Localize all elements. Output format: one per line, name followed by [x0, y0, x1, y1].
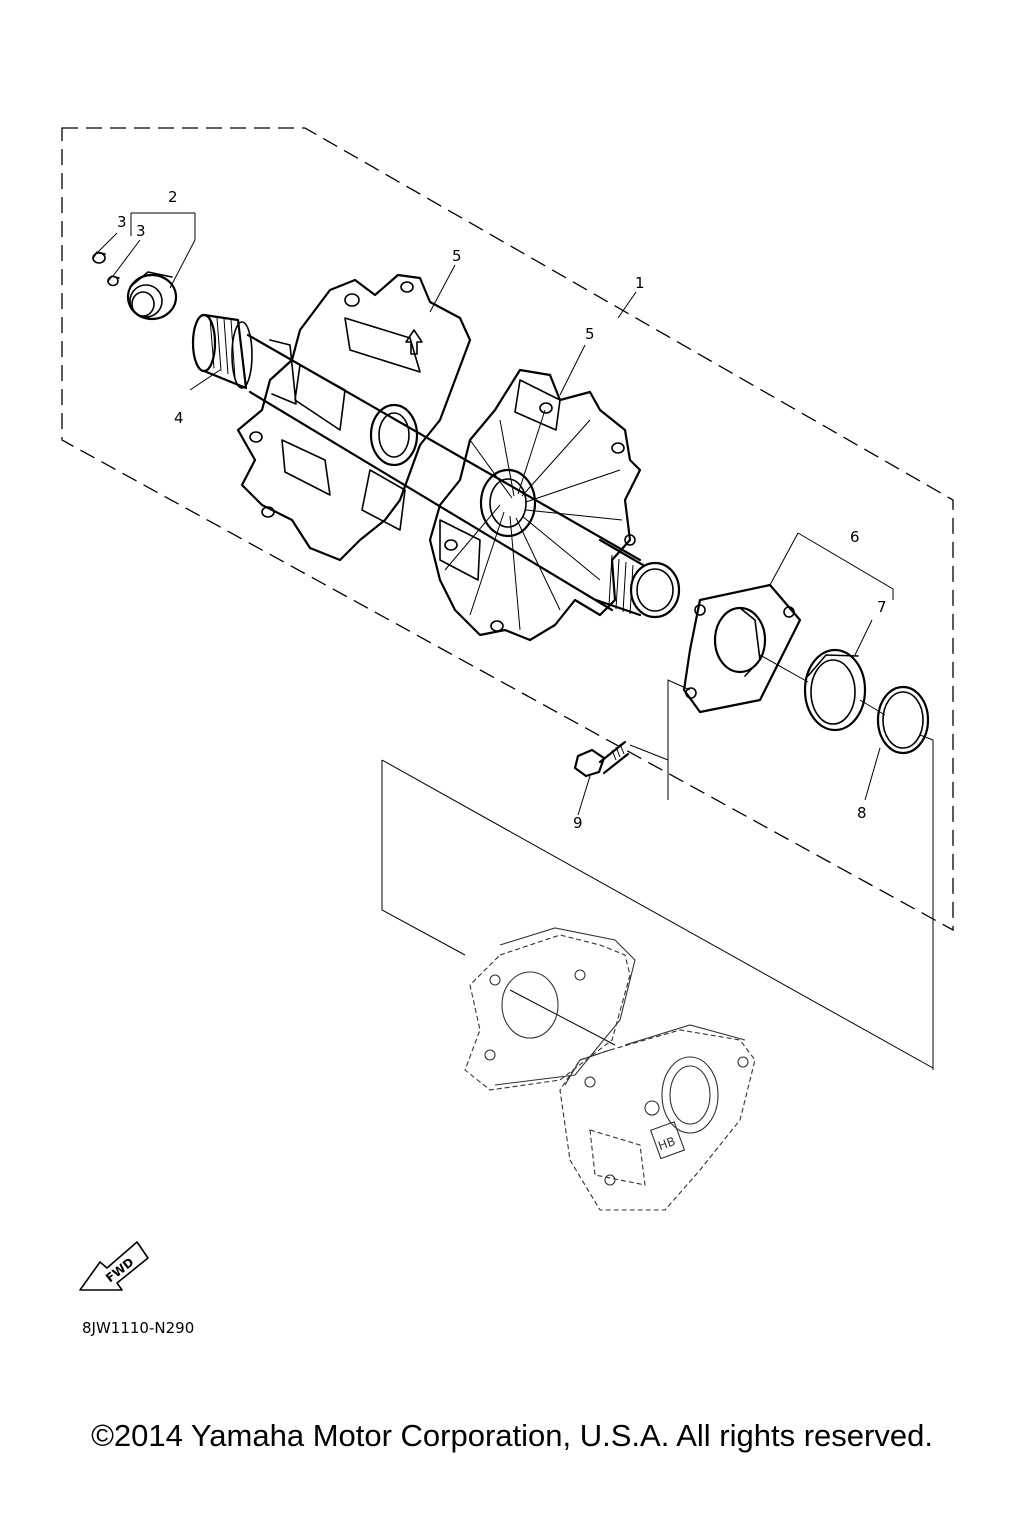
reference-chaincase-plate: [464, 927, 636, 1091]
leader-9: [577, 775, 591, 816]
callout-4: 4: [174, 409, 184, 427]
callout-6: 6: [850, 528, 860, 546]
assembly-boundary: [61, 127, 954, 932]
leader-6: [769, 532, 799, 586]
bracket-6-7: [797, 532, 894, 600]
callout-7: 7: [877, 598, 887, 616]
diagram-part-code: 8JW1110-N290: [82, 1319, 195, 1337]
part-7-seal-ring: [803, 648, 867, 732]
callout-2: 2: [168, 188, 178, 206]
fwd-arrow-icon: FWD: [79, 1241, 149, 1291]
housing-badge-label: HB: [656, 1134, 677, 1153]
part-9-bolt: [573, 740, 630, 778]
leader-8: [864, 747, 881, 801]
part-3-pin-b: [107, 275, 120, 287]
callout-9: 9: [573, 814, 583, 832]
part-8-circlip: [876, 685, 930, 755]
leader-lines: [97, 212, 934, 1070]
part-5-drive-sprocket-right: [428, 368, 642, 642]
callout-5b: 5: [585, 325, 595, 343]
callout-3a: 3: [117, 213, 127, 231]
part-2-bearing-cap: [126, 271, 178, 321]
part-4-drive-shaft: [191, 313, 681, 619]
reference-brake-housing: HB: [559, 1024, 756, 1211]
part-3-pin-a: [92, 251, 106, 264]
part-6-bearing-housing: [682, 583, 802, 714]
part-5-drive-sprocket-left: [236, 273, 472, 562]
callout-1: 1: [635, 274, 645, 292]
leader-7: [854, 619, 873, 656]
copyright-notice: ©2014 Yamaha Motor Corporation, U.S.A. A…: [91, 1418, 933, 1453]
callout-3b: 3: [136, 222, 146, 240]
callout-5a: 5: [452, 247, 462, 265]
callout-8: 8: [857, 804, 867, 822]
